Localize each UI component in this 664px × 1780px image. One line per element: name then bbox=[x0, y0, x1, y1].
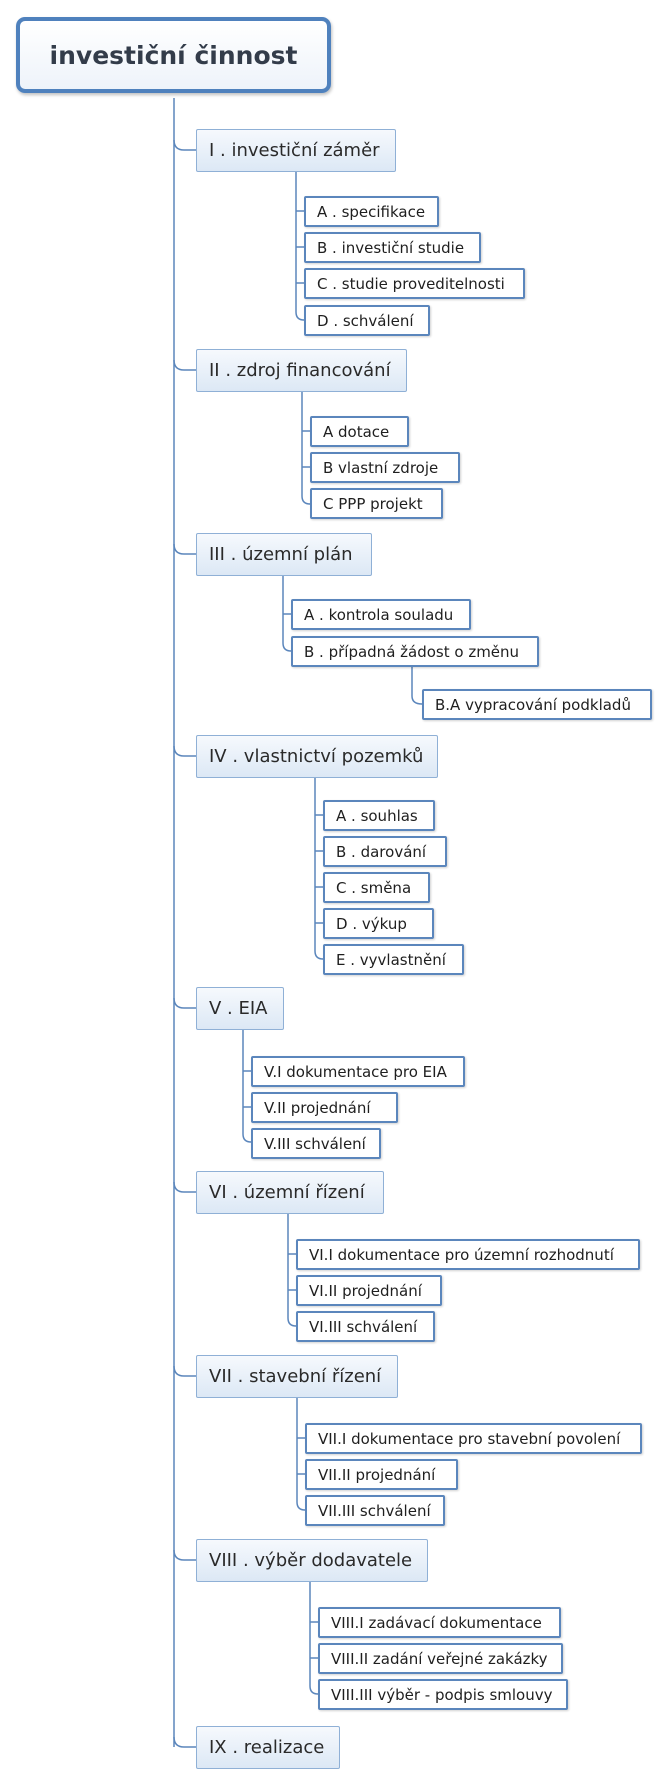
topic-6[interactable]: VI . územní řízení bbox=[196, 1171, 384, 1214]
subtopic-4-3[interactable]: C . směna bbox=[323, 872, 430, 903]
subtopic-2-3[interactable]: C PPP projekt bbox=[310, 488, 443, 519]
topic-5[interactable]: V . EIA bbox=[196, 987, 284, 1030]
subtopic-1-4[interactable]: D . schválení bbox=[304, 305, 430, 336]
subtopic-7-1[interactable]: VII.I dokumentace pro stavební povolení bbox=[305, 1423, 642, 1454]
subtopic-3-1[interactable]: A . kontrola souladu bbox=[291, 599, 471, 630]
subtopic-5-3[interactable]: V.III schválení bbox=[251, 1128, 381, 1159]
topic-9[interactable]: IX . realizace bbox=[196, 1726, 340, 1769]
subtopic-2-2[interactable]: B vlastní zdroje bbox=[310, 452, 460, 483]
subtopic-4-4[interactable]: D . výkup bbox=[323, 908, 434, 939]
subtopic-4-2[interactable]: B . darování bbox=[323, 836, 447, 867]
subtopic-8-1[interactable]: VIII.I zadávací dokumentace bbox=[318, 1607, 561, 1638]
subtopic-7-2[interactable]: VII.II projednání bbox=[305, 1459, 458, 1490]
subtopic-5-1[interactable]: V.I dokumentace pro EIA bbox=[251, 1056, 465, 1087]
subtopic-3-2-1[interactable]: B.A vypracování podkladů bbox=[422, 689, 652, 720]
topic-1[interactable]: I . investiční záměr bbox=[196, 129, 396, 172]
subtopic-5-2[interactable]: V.II projednání bbox=[251, 1092, 398, 1123]
subtopic-8-2[interactable]: VIII.II zadání veřejné zakázky bbox=[318, 1643, 563, 1674]
subtopic-4-5[interactable]: E . vyvlastnění bbox=[323, 944, 464, 975]
subtopic-6-1[interactable]: VI.I dokumentace pro územní rozhodnutí bbox=[296, 1239, 640, 1270]
topic-7[interactable]: VII . stavební řízení bbox=[196, 1355, 398, 1398]
subtopic-4-1[interactable]: A . souhlas bbox=[323, 800, 435, 831]
topic-8[interactable]: VIII . výběr dodavatele bbox=[196, 1539, 428, 1582]
subtopic-2-1[interactable]: A dotace bbox=[310, 416, 409, 447]
subtopic-3-2[interactable]: B . případná žádost o změnu bbox=[291, 636, 539, 667]
subtopic-6-3[interactable]: VI.III schválení bbox=[296, 1311, 435, 1342]
subtopic-1-1[interactable]: A . specifikace bbox=[304, 196, 439, 227]
topic-4[interactable]: IV . vlastnictví pozemků bbox=[196, 735, 438, 778]
topic-3[interactable]: III . územní plán bbox=[196, 533, 372, 576]
subtopic-1-3[interactable]: C . studie proveditelnosti bbox=[304, 268, 525, 299]
subtopic-6-2[interactable]: VI.II projednání bbox=[296, 1275, 442, 1306]
root-topic[interactable]: investiční činnost bbox=[16, 17, 331, 93]
subtopic-8-3[interactable]: VIII.III výběr - podpis smlouvy bbox=[318, 1679, 568, 1710]
subtopic-7-3[interactable]: VII.III schválení bbox=[305, 1495, 445, 1526]
subtopic-1-2[interactable]: B . investiční studie bbox=[304, 232, 481, 263]
topic-2[interactable]: II . zdroj financování bbox=[196, 349, 407, 392]
